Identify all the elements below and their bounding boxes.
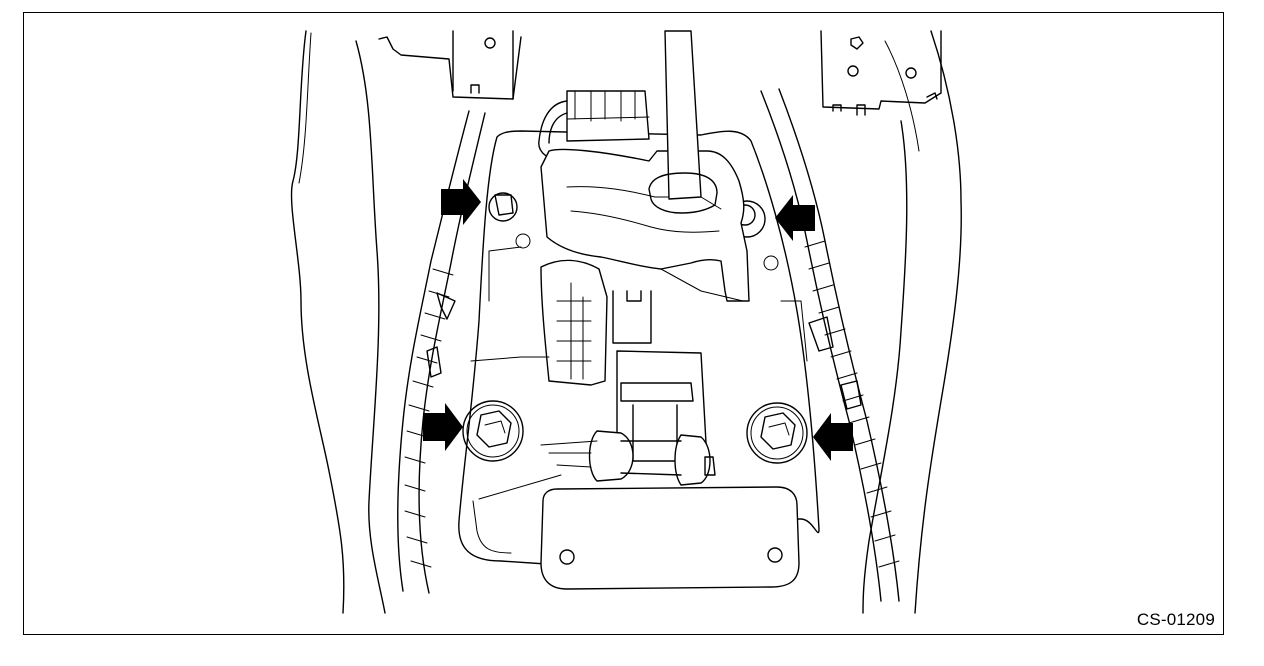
upper-left-bracket	[378, 30, 522, 100]
harness-connector	[538, 90, 650, 162]
selector-housing	[540, 259, 708, 462]
lower-cover-plate	[540, 486, 800, 590]
figure-frame: CS-01209	[23, 12, 1224, 635]
left-wire-harness	[397, 110, 486, 594]
figure-code: CS-01209	[1136, 610, 1215, 629]
mounting-bolt-lower-left	[462, 400, 524, 462]
shift-lever-rod	[648, 30, 718, 214]
mounting-bolt-upper-left	[488, 192, 518, 222]
shift-lever-arm	[540, 148, 750, 302]
upper-right-bracket	[820, 30, 942, 116]
floor-contours	[290, 30, 962, 614]
arrow-upper-right	[775, 195, 815, 241]
shifter-base-plate	[458, 130, 820, 566]
arrow-lower-right	[813, 413, 853, 461]
right-wire-harness	[760, 88, 900, 602]
arrow-lower-left	[423, 403, 463, 451]
arrow-upper-left	[441, 179, 481, 225]
shift-linkage	[540, 430, 716, 486]
shift-lever-assembly-illustration	[290, 30, 962, 614]
mounting-bolt-lower-right	[746, 402, 808, 464]
